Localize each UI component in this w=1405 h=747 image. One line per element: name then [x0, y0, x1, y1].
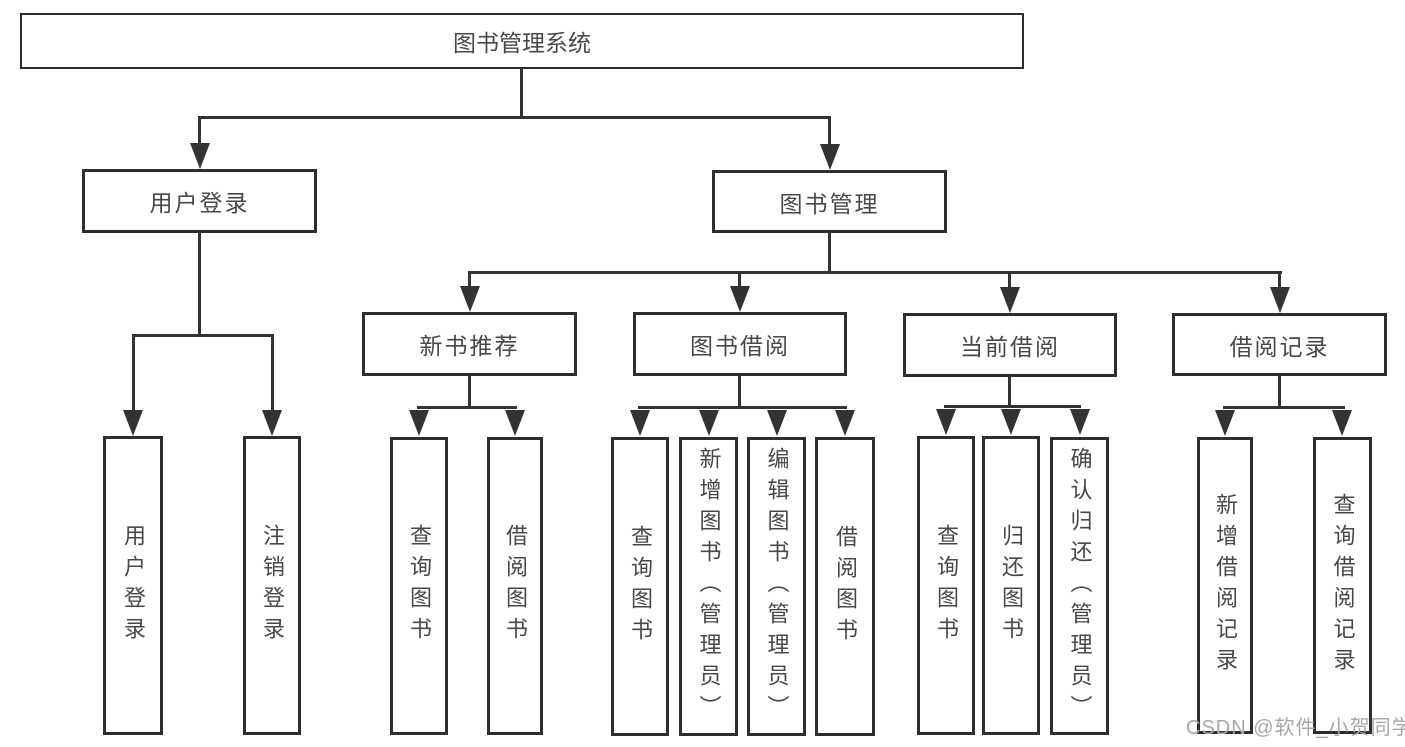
- node-bb-add-books: 新增图书（管理员）: [679, 437, 738, 736]
- node-cb-return-books: 归还图书: [982, 436, 1040, 735]
- arrowhead-user-login-icon: [190, 143, 210, 169]
- arrowhead-leaf-logout-icon: [262, 410, 282, 436]
- node-user-login-label: 用户登录: [149, 190, 250, 216]
- connector-level3-bus: [468, 271, 1282, 274]
- arrowhead-bb-add-icon: [699, 410, 719, 436]
- arrowhead-cb-query-icon: [936, 409, 956, 435]
- connector-stub-user-login: [198, 116, 201, 145]
- connector-stub-leaf-logout: [271, 334, 274, 412]
- arrowhead-bb-edit-icon: [767, 410, 787, 436]
- node-nbr-query-books-label: 查询图书: [407, 524, 432, 648]
- node-bb-query-books-label: 查询图书: [628, 524, 653, 649]
- node-new-book-rec: 新书推荐: [362, 312, 577, 376]
- connector-borrow-record-bus: [1223, 406, 1345, 409]
- node-leaf-logout-label: 注销登录: [260, 523, 285, 648]
- node-leaf-user-login-label: 用户登录: [121, 523, 146, 648]
- node-bb-edit-books-label: 编辑图书（管理员）: [764, 447, 790, 726]
- arrowhead-nbr-query-icon: [409, 410, 429, 436]
- connector-root-trunk: [520, 69, 523, 118]
- node-cb-confirm-return: 确认归还（管理员）: [1050, 437, 1109, 735]
- node-book-mgmt-label: 图书管理: [779, 190, 880, 217]
- node-leaf-user-login: 用户登录: [103, 436, 163, 735]
- node-current-borrow: 当前借阅: [903, 313, 1117, 377]
- node-bb-borrow-books-label: 借阅图书: [833, 524, 858, 649]
- node-bb-query-books: 查询图书: [611, 437, 669, 736]
- arrowhead-current-borrow-icon: [1000, 287, 1020, 313]
- connector-user-login-bus: [132, 334, 274, 337]
- arrowhead-cb-confirm-icon: [1070, 409, 1090, 435]
- connector-stub-new-book-rec: [468, 271, 471, 287]
- connector-level2-bus: [198, 116, 831, 119]
- node-current-borrow-label: 当前借阅: [960, 334, 1060, 360]
- node-br-add-record-label: 新增借阅记录: [1213, 492, 1238, 679]
- arrowhead-bb-borrow-icon: [835, 410, 855, 436]
- connector-book-borrow-bus: [638, 406, 847, 409]
- arrowhead-book-mgmt-icon: [820, 144, 840, 170]
- node-br-add-record: 新增借阅记录: [1197, 437, 1253, 734]
- node-br-query-record-label: 查询借阅记录: [1330, 492, 1356, 679]
- node-bb-borrow-books: 借阅图书: [815, 437, 875, 736]
- csdn-watermark: CSDN @软件_小贺同学: [1186, 717, 1405, 739]
- arrowhead-cb-return-icon: [1001, 409, 1021, 435]
- connector-stub-book-mgmt: [828, 116, 831, 145]
- connector-borrow-record-trunk: [1278, 376, 1281, 408]
- node-root: 图书管理系统: [20, 13, 1024, 69]
- node-nbr-query-books: 查询图书: [390, 437, 448, 735]
- node-cb-return-books-label: 归还图书: [999, 523, 1024, 648]
- connector-book-mgmt-trunk: [828, 233, 831, 273]
- arrowhead-book-borrow-icon: [730, 286, 750, 312]
- node-book-mgmt: 图书管理: [712, 170, 947, 233]
- arrowhead-br-query-icon: [1332, 410, 1352, 436]
- node-cb-query-books: 查询图书: [917, 436, 975, 735]
- node-borrow-record-label: 借阅记录: [1229, 333, 1330, 360]
- node-book-borrow: 图书借阅: [633, 312, 847, 376]
- connector-new-book-rec-bus: [417, 406, 517, 409]
- connector-book-borrow-trunk: [738, 376, 741, 408]
- connector-new-book-rec-trunk: [468, 376, 471, 408]
- node-borrow-record: 借阅记录: [1172, 313, 1387, 376]
- arrowhead-nbr-borrow-icon: [505, 410, 525, 436]
- connector-current-borrow-bus: [944, 405, 1081, 408]
- node-cb-query-books-label: 查询图书: [934, 523, 959, 648]
- node-bb-add-books-label: 新增图书（管理员）: [696, 447, 722, 726]
- connector-stub-borrow-record: [1278, 271, 1281, 288]
- node-root-label: 图书管理系统: [453, 30, 591, 56]
- node-user-login: 用户登录: [82, 169, 317, 233]
- node-br-query-record: 查询借阅记录: [1313, 437, 1372, 734]
- node-cb-confirm-return-label: 确认归还（管理员）: [1067, 446, 1093, 726]
- node-leaf-logout: 注销登录: [243, 436, 301, 735]
- connector-stub-current-borrow: [1008, 271, 1011, 288]
- arrowhead-bb-query-icon: [630, 410, 650, 436]
- node-nbr-borrow-books-label: 借阅图书: [503, 524, 528, 648]
- connector-stub-book-borrow: [738, 271, 741, 287]
- arrowhead-br-add-icon: [1215, 410, 1235, 436]
- arrowhead-leaf-user-login-icon: [123, 410, 143, 436]
- node-book-borrow-label: 图书借阅: [690, 333, 790, 359]
- connector-stub-leaf-user-login: [132, 334, 135, 412]
- connector-current-borrow-trunk: [1008, 377, 1011, 407]
- connector-user-login-trunk: [198, 233, 201, 336]
- arrowhead-borrow-record-icon: [1270, 287, 1290, 313]
- node-nbr-borrow-books: 借阅图书: [487, 437, 543, 735]
- node-new-book-rec-label: 新书推荐: [419, 333, 520, 359]
- node-bb-edit-books: 编辑图书（管理员）: [747, 437, 806, 736]
- arrowhead-new-book-rec-icon: [460, 286, 480, 312]
